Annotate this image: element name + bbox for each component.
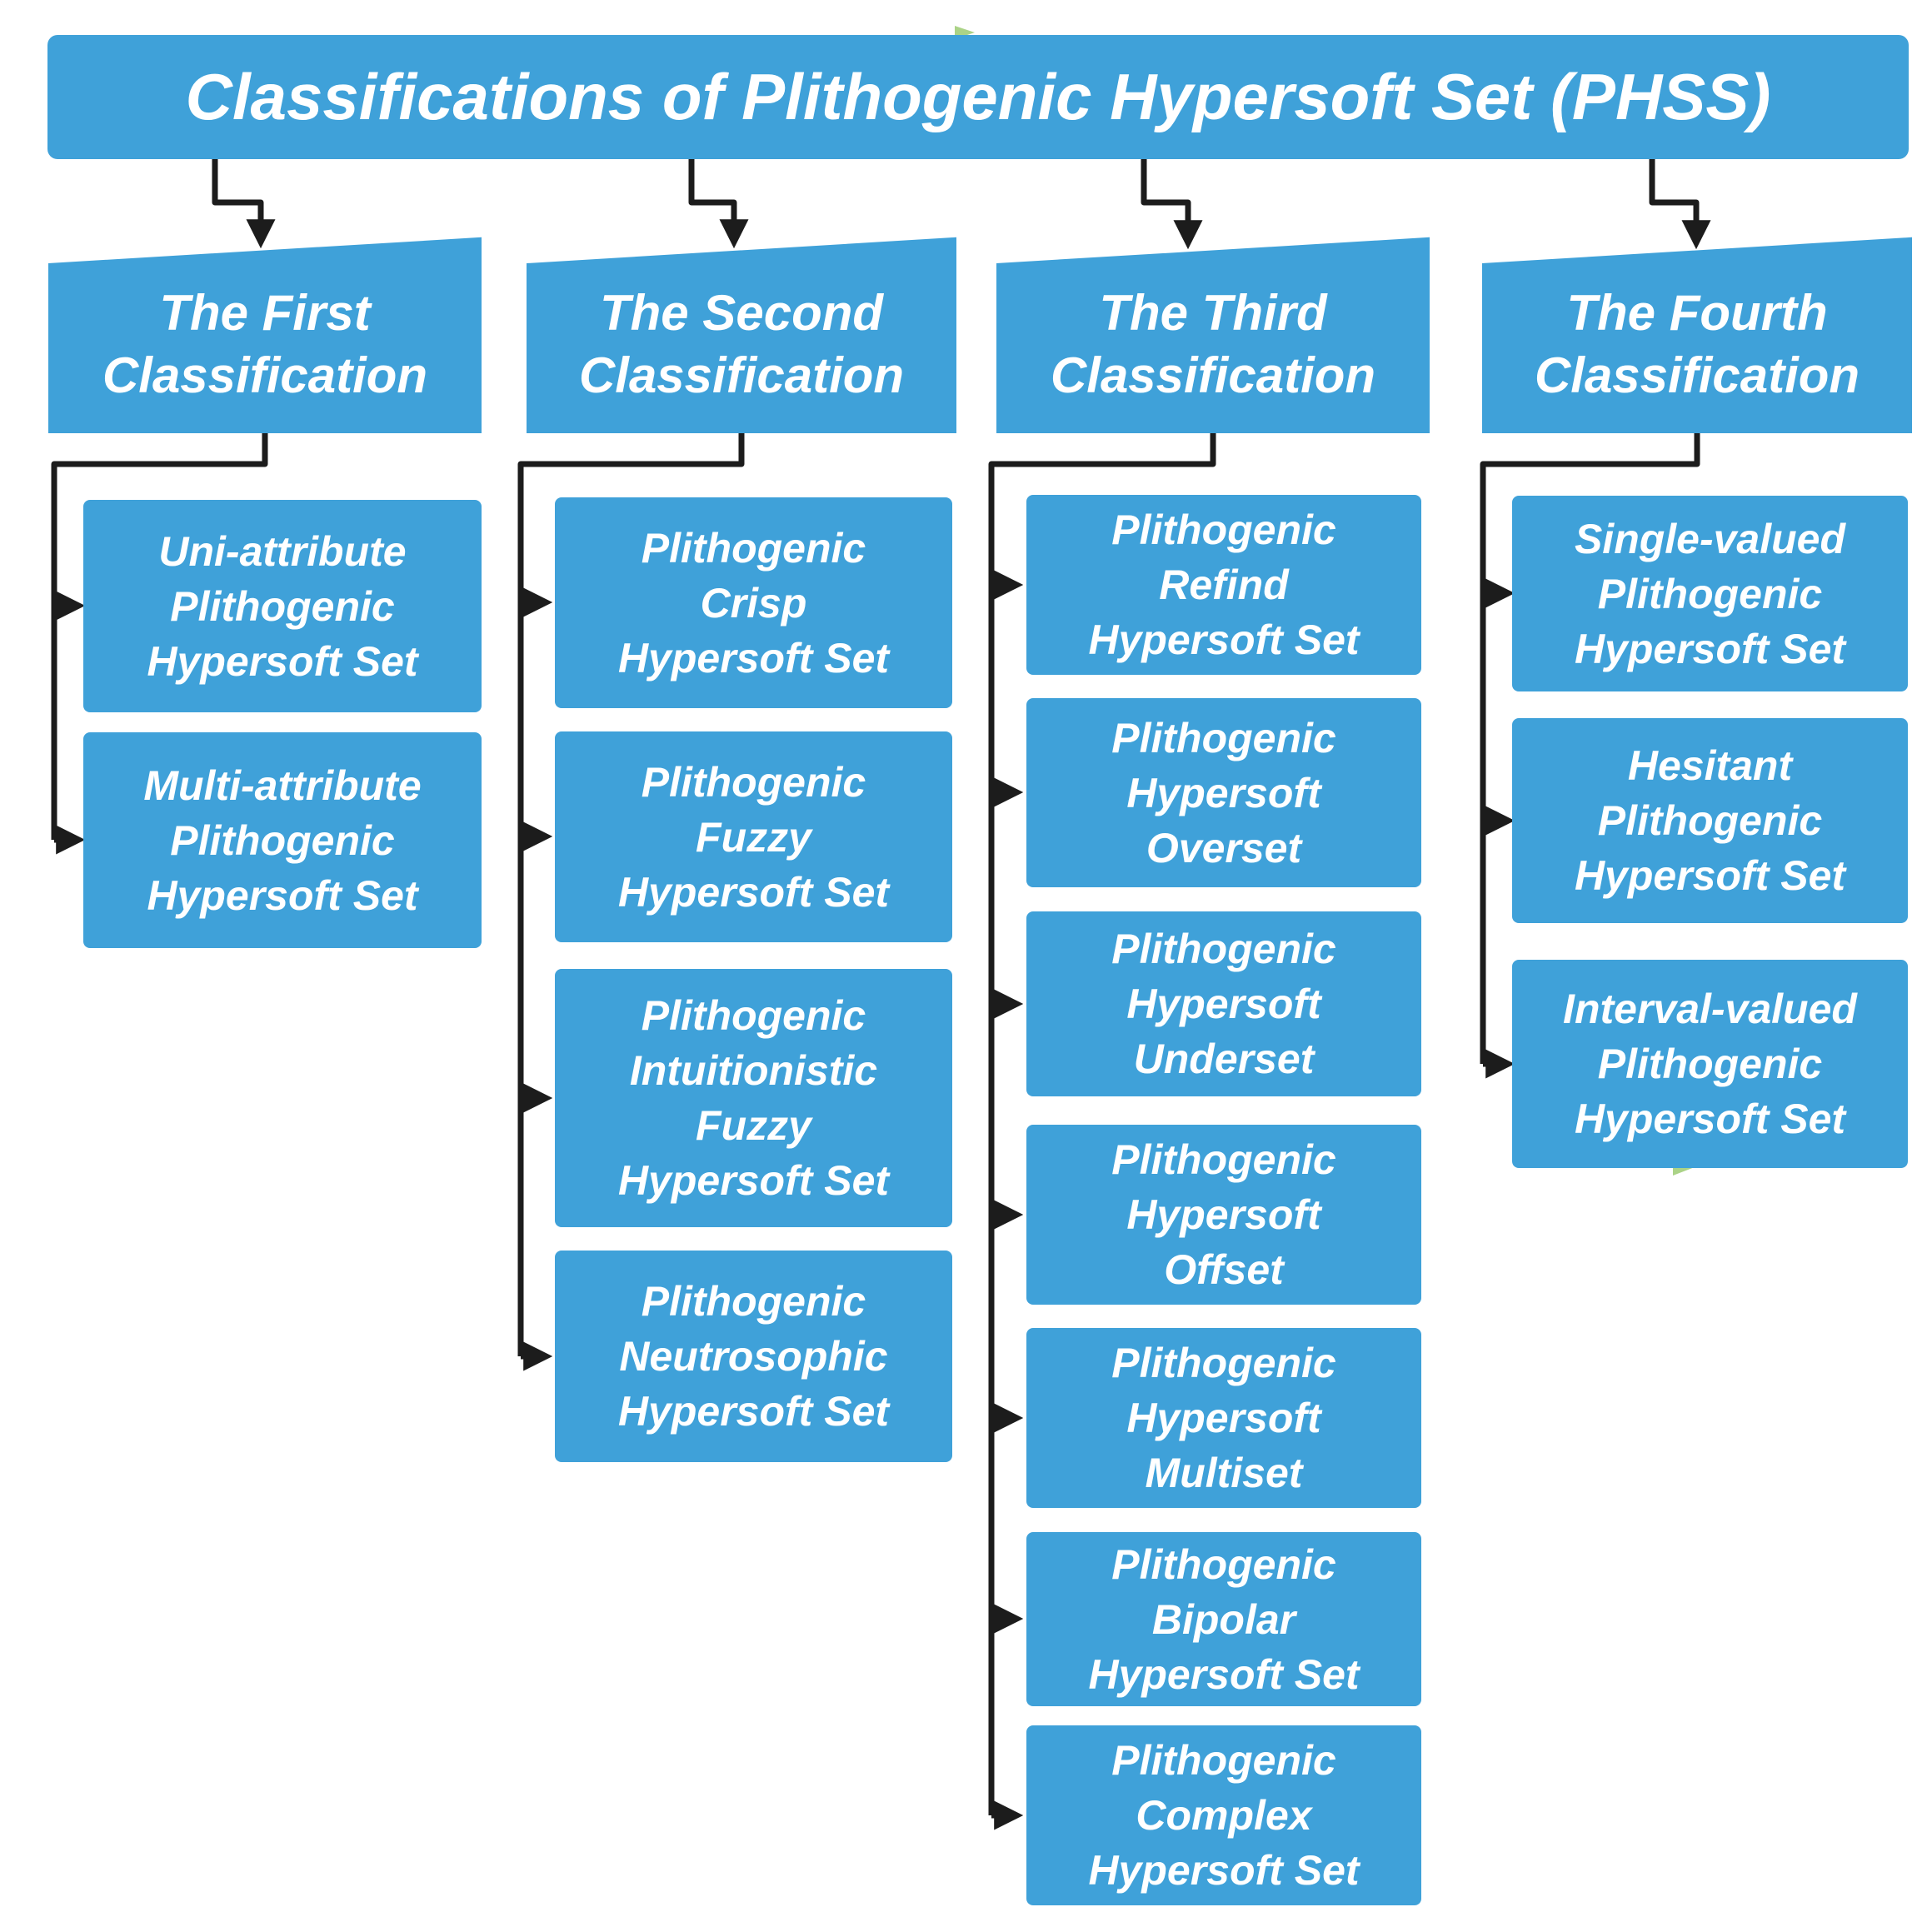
column-3-item-underset: Plithogenic Hypersoft Underset (1026, 911, 1421, 1096)
column-4-item-single-valued: Single-valued Plithogenic Hypersoft Set (1512, 496, 1908, 691)
connector-title-to-col1 (212, 159, 276, 249)
connector-title-to-col4 (1649, 159, 1711, 250)
column-2-item-crisp: Plithogenic Crisp Hypersoft Set (555, 497, 952, 708)
column-3-header: The Third Classification (996, 237, 1430, 433)
connector-title-to-col2 (688, 159, 749, 249)
column-1-item-uni-attribute: Uni-attribute Plithogenic Hypersoft Set (83, 500, 482, 712)
column-3-item-bipolar: Plithogenic Bipolar Hypersoft Set (1026, 1532, 1421, 1706)
column-2-item-neutrosophic: Plithogenic Neutrosophic Hypersoft Set (555, 1251, 952, 1462)
column-1-item-multi-attribute: Multi-attribute Plithogenic Hypersoft Se… (83, 732, 482, 948)
column-3-item-complex: Plithogenic Complex Hypersoft Set (1026, 1725, 1421, 1905)
column-3-item-overset: Plithogenic Hypersoft Overset (1026, 698, 1421, 887)
column-4-item-hesitant: Hesitant Plithogenic Hypersoft Set (1512, 718, 1908, 923)
column-3-item-refind: Plithogenic Refind Hypersoft Set (1026, 495, 1421, 675)
column-1-header: The First Classification (48, 237, 482, 433)
column-3-item-multiset: Plithogenic Hypersoft Multiset (1026, 1328, 1421, 1508)
column-2-header: The Second Classification (527, 237, 956, 433)
column-3-item-offset: Plithogenic Hypersoft Offset (1026, 1125, 1421, 1305)
diagram-title: Classifications of Plithogenic Hypersoft… (47, 35, 1909, 159)
column-4-header: The Fourth Classification (1482, 237, 1912, 433)
column-2-item-fuzzy: Plithogenic Fuzzy Hypersoft Set (555, 731, 952, 942)
column-2-item-intuitionistic: Plithogenic Intuitionistic Fuzzy Hyperso… (555, 969, 952, 1227)
connector-title-to-col3 (1141, 159, 1203, 250)
column-4-item-interval-valued: Interval-valued Plithogenic Hypersoft Se… (1512, 960, 1908, 1168)
